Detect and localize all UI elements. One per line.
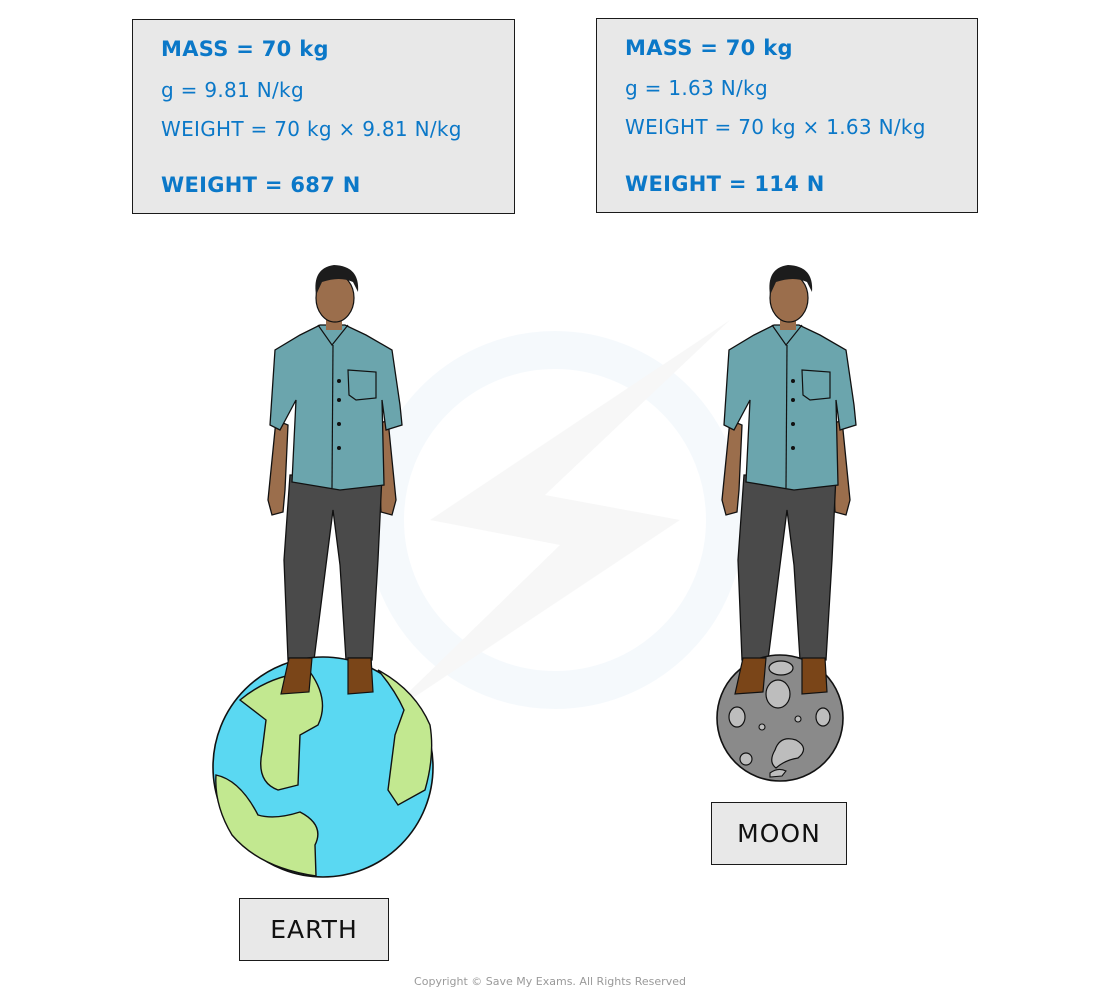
moon-mass-text: MASS = 70 kg — [625, 36, 793, 60]
earth-label: EARTH — [239, 898, 389, 961]
earth-planet-illustration — [212, 656, 434, 878]
moon-planet-illustration — [716, 654, 844, 782]
earth-mass-text: MASS = 70 kg — [161, 37, 329, 61]
earth-gravity-text: g = 9.81 N/kg — [161, 78, 304, 102]
earth-weight-calculation-box: MASS = 70 kg g = 9.81 N/kg WEIGHT = 70 k… — [132, 19, 515, 214]
person-earth-figure — [267, 265, 403, 695]
person-moon-figure — [721, 265, 857, 661]
copyright-notice: Copyright © Save My Exams. All Rights Re… — [414, 975, 686, 988]
moon-label: MOON — [711, 802, 847, 865]
watermark-logo — [366, 320, 744, 720]
moon-weight-calculation-box: MASS = 70 kg g = 1.63 N/kg WEIGHT = 70 k… — [596, 18, 978, 213]
moon-gravity-text: g = 1.63 N/kg — [625, 76, 768, 100]
moon-calculation-text: WEIGHT = 70 kg × 1.63 N/kg — [625, 115, 926, 139]
earth-calculation-text: WEIGHT = 70 kg × 9.81 N/kg — [161, 117, 462, 141]
moon-weight-result-text: WEIGHT = 114 N — [625, 172, 825, 196]
earth-weight-result-text: WEIGHT = 687 N — [161, 173, 361, 197]
